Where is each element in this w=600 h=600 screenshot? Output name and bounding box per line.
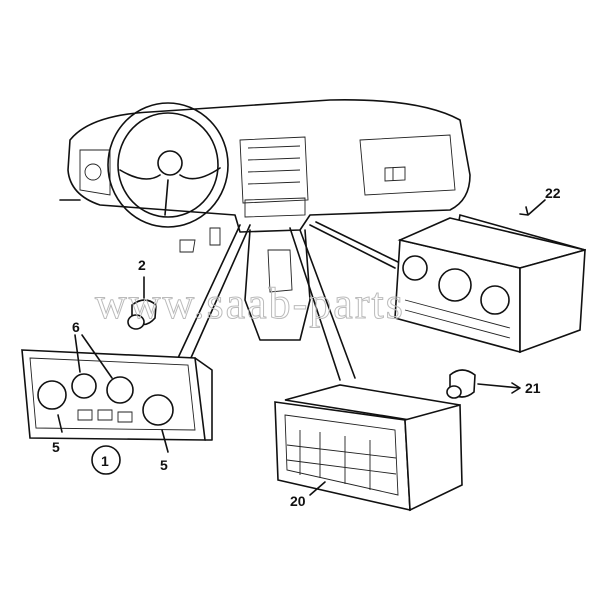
- callout-20: 20: [290, 493, 306, 509]
- callout-2: 2: [138, 257, 146, 273]
- part-1-control-panel: [21, 349, 213, 441]
- callout-21: 21: [525, 380, 541, 396]
- part-20-control-unit: [274, 384, 463, 512]
- callout-5-right: 5: [160, 457, 168, 473]
- part-21-knob: [446, 369, 521, 399]
- callout-5-left: 5: [52, 439, 60, 455]
- dashboard-drawing: [59, 99, 471, 341]
- steering-wheel: [107, 102, 229, 228]
- callout-1: 1: [101, 453, 109, 469]
- callout-6: 6: [72, 319, 80, 335]
- part-22-control-unit: [394, 199, 586, 354]
- callout-22: 22: [545, 185, 561, 201]
- part-2-knob: [127, 276, 157, 330]
- callout-pointers: [57, 334, 326, 496]
- leader-lines: [177, 221, 399, 381]
- watermark: www.saab-parts: [95, 279, 405, 328]
